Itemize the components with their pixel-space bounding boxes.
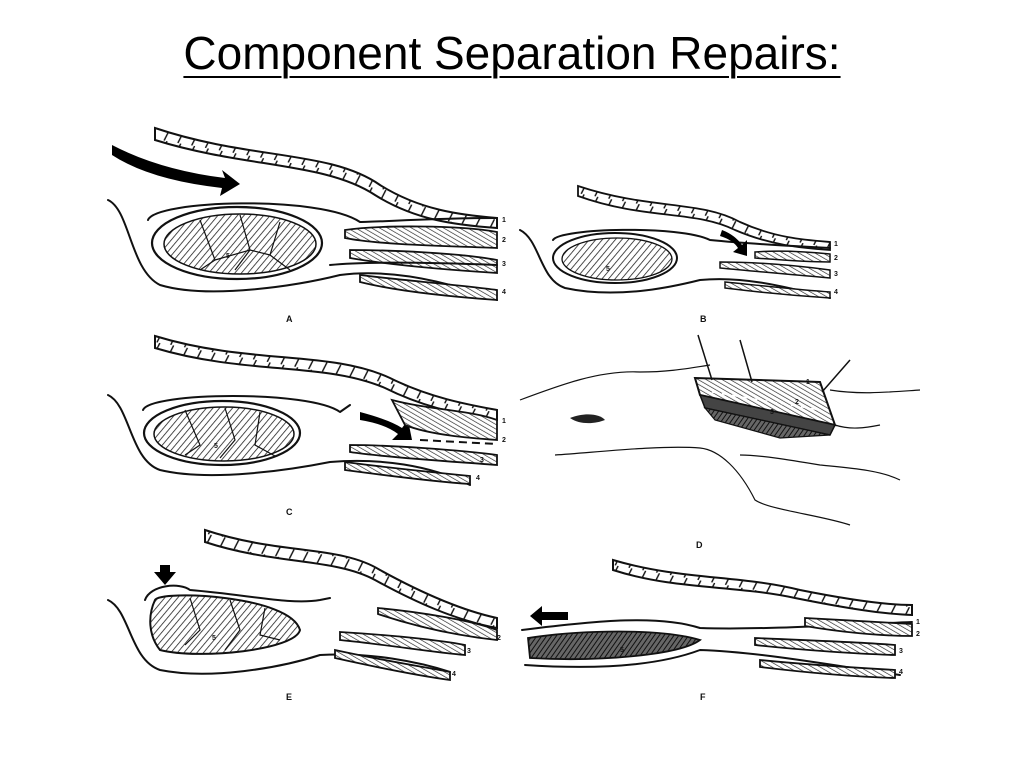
- panel-e-layer-4: 4: [452, 671, 456, 678]
- panel-c-muscle-number: 5: [214, 443, 218, 450]
- panel-a-muscle-number: 5: [226, 253, 230, 260]
- panel-b-layer-1: 1: [834, 241, 838, 248]
- panel-b-layer-3: 3: [834, 271, 838, 278]
- panel-e-label: E: [286, 692, 292, 702]
- panel-f-layer-3: 3: [899, 648, 903, 655]
- panel-a: [107, 126, 498, 301]
- slide-title: Component Separation Repairs:: [183, 27, 841, 79]
- panel-b-layer-2: 2: [834, 255, 838, 262]
- panel-b: [519, 184, 831, 299]
- panel-f: [521, 558, 913, 679]
- panel-f-label: F: [700, 692, 706, 702]
- panel-c-layer-3: 3: [480, 457, 484, 464]
- panel-f-layer-2: 2: [916, 631, 920, 638]
- panel-a-layer-1: 1: [502, 217, 506, 224]
- panel-c-layer-1: 1: [502, 418, 506, 425]
- panel-e-layer-2: 2: [497, 635, 501, 642]
- panel-b-layer-4: 4: [834, 289, 838, 296]
- panel-b-label: B: [700, 314, 707, 324]
- panel-e-muscle-number: 5: [212, 635, 216, 642]
- panel-f-layer-4: 4: [899, 669, 903, 676]
- panel-d-label: D: [696, 540, 703, 550]
- panel-f-layer-1: 1: [916, 619, 920, 626]
- release-arrow-icon: [720, 230, 747, 256]
- panel-a-layer-4: 4: [502, 289, 506, 296]
- panel-c: [107, 334, 498, 486]
- direction-arrow-icon: [112, 145, 240, 196]
- panel-c-layer-2: 2: [502, 437, 506, 444]
- panel-a-label: A: [286, 314, 293, 324]
- panel-d-layer-2: 2: [795, 399, 799, 406]
- panel-b-muscle-number: 5: [606, 266, 610, 273]
- panel-d-layer-1: 1: [806, 379, 810, 386]
- panel-a-layer-3: 3: [502, 261, 506, 268]
- panel-a-layer-2: 2: [502, 237, 506, 244]
- panel-d-layer-3: 3: [770, 409, 774, 416]
- incision-arrow-icon: [154, 565, 176, 585]
- panel-e-layer-3: 3: [467, 648, 471, 655]
- release-arrow-icon: [360, 412, 412, 440]
- panel-e: [107, 528, 498, 682]
- panel-f-muscle-number: 5: [620, 647, 624, 654]
- panel-c-layer-4: 4: [476, 475, 480, 482]
- advancement-arrow-icon: [530, 606, 568, 626]
- panel-c-label: C: [286, 507, 293, 517]
- panel-d: [519, 334, 921, 526]
